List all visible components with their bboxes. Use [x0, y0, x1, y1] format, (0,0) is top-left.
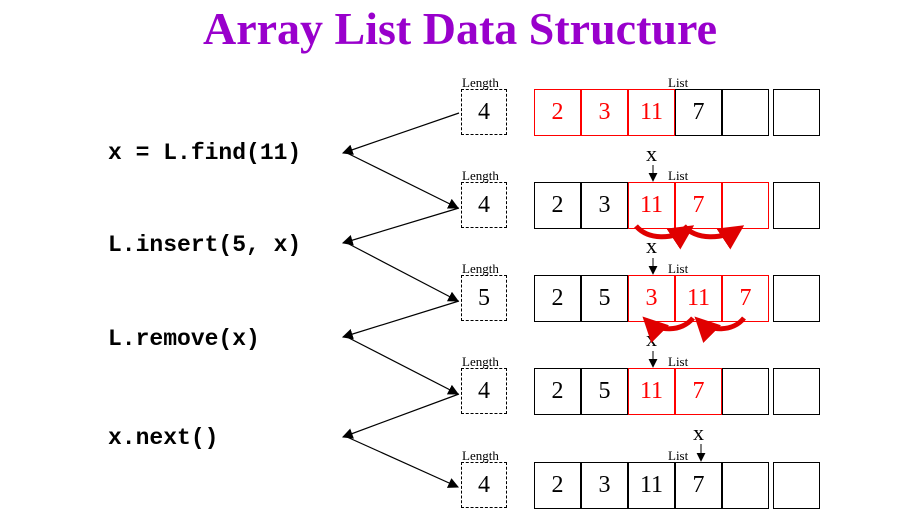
list-cell: 5: [581, 275, 628, 322]
list-cell: [722, 368, 769, 415]
length-label: Length: [462, 354, 499, 369]
pointer-x-label: x: [646, 326, 657, 351]
list-cell: [722, 462, 769, 509]
list-label: List: [668, 354, 689, 369]
list-cell: 5: [581, 368, 628, 415]
length-label: Length: [462, 261, 499, 276]
diagram-title: Array List Data Structure: [203, 3, 717, 54]
connector-arrow: [346, 152, 459, 209]
operation-insert: L.insert(5, x): [108, 232, 302, 258]
list-cell: 7: [675, 182, 722, 229]
list-cell: 7: [675, 89, 722, 136]
list-cell: 3: [581, 462, 628, 509]
list-cell: [722, 182, 769, 229]
list-cell: [773, 275, 820, 322]
operation-remove: L.remove(x): [108, 326, 260, 352]
list-cell: 7: [675, 462, 722, 509]
list-cell: [773, 462, 820, 509]
list-cell: 7: [722, 275, 769, 322]
list-cell: 2: [534, 182, 581, 229]
list-label: List: [668, 75, 689, 90]
list-cell: 2: [534, 462, 581, 509]
length-value: 4: [461, 368, 507, 414]
list-cell: [773, 89, 820, 136]
connector-arrow: [341, 300, 460, 340]
length-label: Length: [462, 75, 499, 90]
list-cell: 7: [675, 368, 722, 415]
length-value: 4: [461, 89, 507, 135]
list-cell: [773, 182, 820, 229]
list-cell: 11: [628, 89, 675, 136]
list-cell: 2: [534, 89, 581, 136]
operation-find: x = L.find(11): [108, 140, 302, 166]
list-label: List: [668, 168, 689, 183]
list-cell: [722, 89, 769, 136]
list-cell: [773, 368, 820, 415]
list-cell: 11: [628, 462, 675, 509]
length-value: 5: [461, 275, 507, 321]
length-label: Length: [462, 448, 499, 463]
list-label: List: [668, 448, 689, 463]
list-cell: 2: [534, 275, 581, 322]
list-cell: 11: [628, 182, 675, 229]
list-label: List: [668, 261, 689, 276]
connector-arrow: [346, 336, 459, 395]
connector-arrow: [341, 393, 460, 439]
list-cell: 3: [581, 89, 628, 136]
length-label: Length: [462, 168, 499, 183]
pointer-x-label: x: [693, 420, 704, 445]
length-value: 4: [461, 182, 507, 228]
connector-arrow: [346, 242, 459, 302]
operation-next: x.next(): [108, 425, 219, 451]
list-cell: 3: [628, 275, 675, 322]
connector-arrow: [346, 436, 459, 488]
connector-arrow: [341, 112, 460, 155]
list-cell: 2: [534, 368, 581, 415]
list-cell: 11: [675, 275, 722, 322]
connector-arrow: [341, 207, 460, 246]
list-cell: 11: [628, 368, 675, 415]
pointer-x-label: x: [646, 141, 657, 166]
length-value: 4: [461, 462, 507, 508]
list-cell: 3: [581, 182, 628, 229]
pointer-x-label: x: [646, 233, 657, 258]
